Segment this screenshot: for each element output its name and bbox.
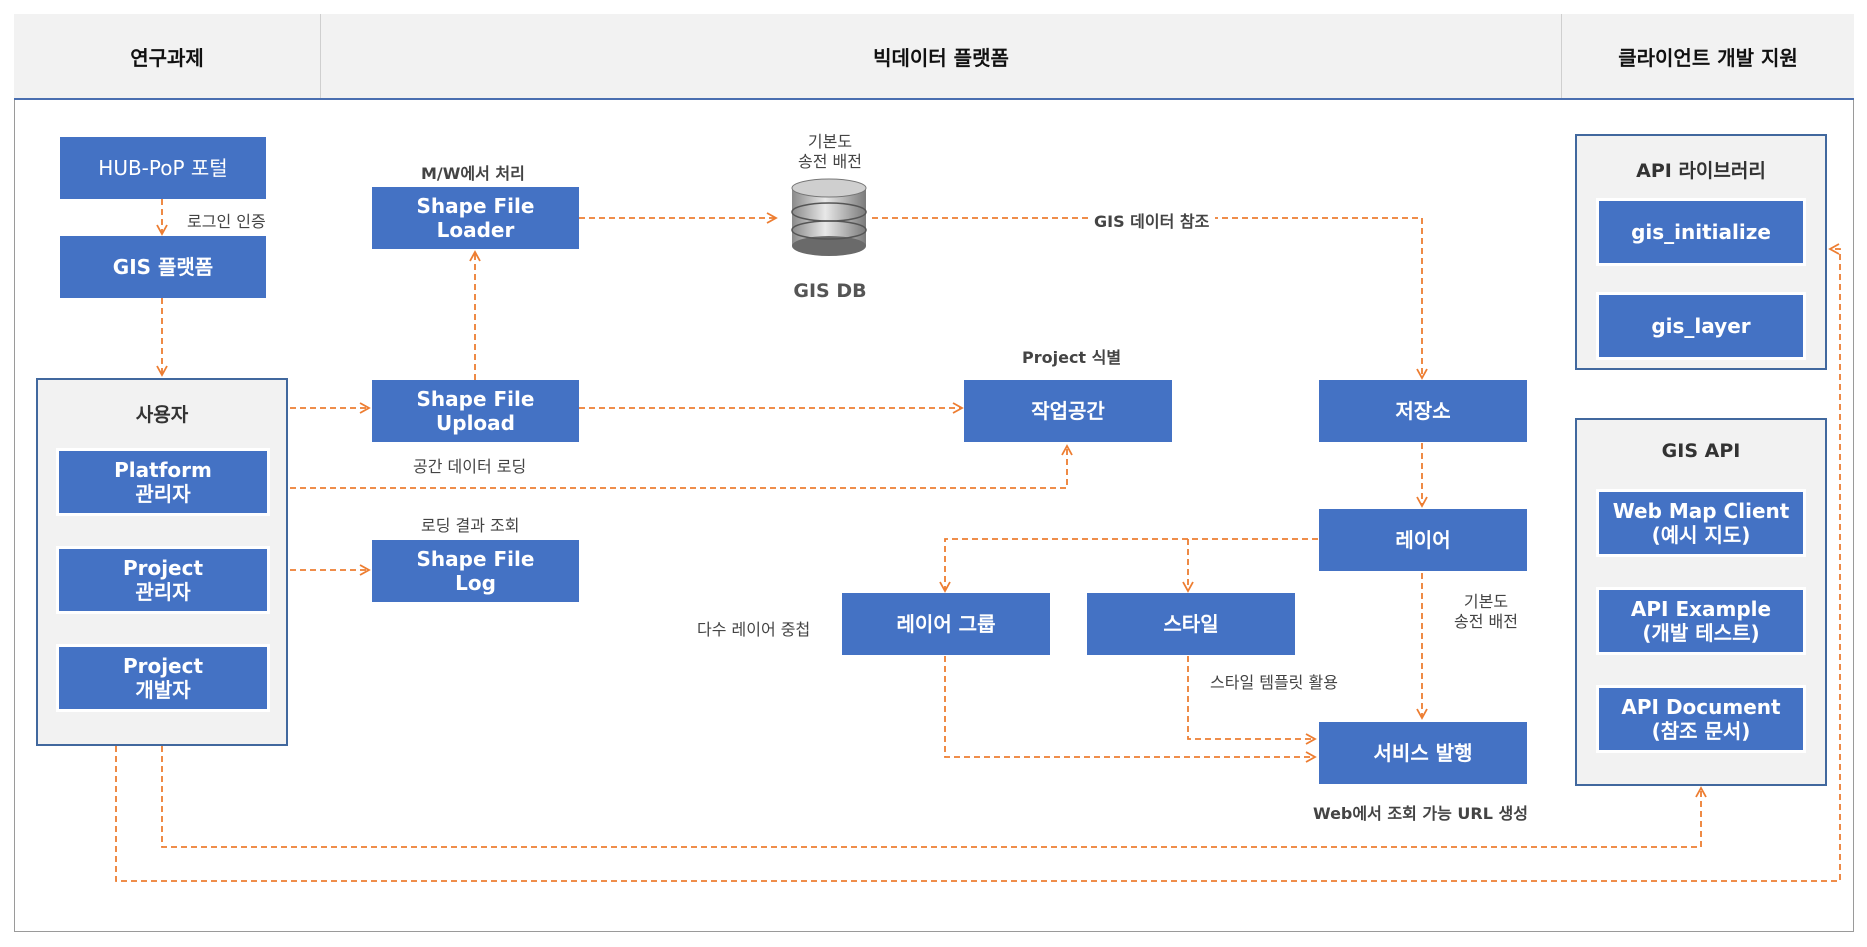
api-document-line2: (참조 문서) [1651, 719, 1751, 743]
project-identify-label: Project 식별 [1022, 348, 1122, 367]
layer-right-label: 기본도 송전 배전 [1436, 592, 1536, 632]
style-label: 스타일 [1163, 612, 1219, 636]
mw-process-label: M/W에서 처리 [421, 164, 525, 183]
service-publish-label: 서비스 발행 [1373, 741, 1473, 765]
header-research: 연구과제 [130, 45, 204, 70]
platform-admin-line2: 관리자 [135, 482, 191, 506]
project-admin-line1: Project [122, 556, 204, 580]
gis-db-label: GIS DB [793, 280, 867, 302]
log-line1: Shape File [416, 547, 535, 571]
hub-pop-portal-label: HUB-PoP 포털 [98, 156, 228, 180]
layer-right-line2: 송전 배전 [1454, 612, 1518, 631]
api-library-title: API 라이브러리 [1636, 160, 1766, 182]
web-map-client-box[interactable]: Web Map Client (예시 지도) [1596, 489, 1806, 557]
layer-group-label: 레이어 그룹 [896, 612, 996, 636]
shape-file-loader-box[interactable]: Shape File Loader [372, 187, 579, 249]
web-map-line1: Web Map Client [1612, 499, 1790, 523]
api-document-box[interactable]: API Document (참조 문서) [1596, 685, 1806, 753]
api-example-line2: (개발 테스트) [1642, 621, 1760, 645]
style-template-label: 스타일 템플릿 활용 [1210, 673, 1338, 692]
arrow-users-to-gisapi [161, 746, 1707, 848]
project-dev-line2: 개발자 [135, 678, 191, 702]
layer-right-line1: 기본도 [1463, 592, 1509, 611]
spatial-data-loading-label: 공간 데이터 로딩 [413, 457, 527, 476]
loader-line1: Shape File [416, 194, 535, 218]
gis-initialize-box[interactable]: gis_initialize [1596, 198, 1806, 266]
shape-file-upload-box[interactable]: Shape File Upload [372, 380, 579, 442]
project-admin-line2: 관리자 [135, 580, 191, 604]
arrow-style-to-service [1187, 656, 1317, 745]
api-example-line1: API Example [1630, 597, 1772, 621]
upload-line1: Shape File [416, 387, 535, 411]
arrow-admin-to-workspace [290, 444, 1073, 489]
diagram-frame [14, 14, 1854, 932]
repository-box[interactable]: 저장소 [1319, 380, 1527, 442]
web-map-line2: (예시 지도) [1651, 523, 1751, 547]
header-client: 클라이언트 개발 지원 [1618, 45, 1798, 70]
api-example-box[interactable]: API Example (개발 테스트) [1596, 587, 1806, 655]
platform-admin-line1: Platform [114, 458, 212, 482]
arrow-group-to-service [944, 656, 1317, 763]
layer-box[interactable]: 레이어 [1319, 509, 1527, 571]
gis-layer-box[interactable]: gis_layer [1596, 292, 1806, 360]
loader-line2: Loader [436, 218, 515, 242]
style-box[interactable]: 스타일 [1087, 593, 1295, 655]
project-dev-line1: Project [122, 654, 204, 678]
loading-result-label: 로딩 결과 조회 [421, 516, 520, 535]
project-admin-box[interactable]: Project 관리자 [56, 546, 270, 614]
db-top-line1: 기본도 [807, 132, 853, 151]
service-publish-box[interactable]: 서비스 발행 [1319, 722, 1527, 784]
layer-label: 레이어 [1395, 528, 1451, 552]
header-divider [320, 14, 321, 98]
gis-api-title: GIS API [1661, 440, 1741, 462]
header-divider [1561, 14, 1562, 98]
gis-layer-label: gis_layer [1651, 314, 1751, 338]
service-url-label: Web에서 조회 가능 URL 생성 [1313, 804, 1528, 823]
db-top-label: 기본도 송전 배전 [780, 132, 880, 172]
login-auth-label: 로그인 인증 [187, 212, 266, 231]
gis-data-ref-label: GIS 데이터 참조 [1088, 208, 1216, 232]
workspace-label: 작업공간 [1031, 399, 1105, 423]
hub-pop-portal-box[interactable]: HUB-PoP 포털 [60, 137, 266, 199]
multi-layer-label: 다수 레이어 중첩 [697, 620, 811, 639]
platform-admin-box[interactable]: Platform 관리자 [56, 448, 270, 516]
gis-db-icon [791, 178, 867, 256]
gis-initialize-label: gis_initialize [1631, 220, 1771, 244]
arrow-layer-to-group [939, 538, 1318, 593]
shape-file-log-box[interactable]: Shape File Log [372, 540, 579, 602]
log-line2: Log [455, 571, 496, 595]
workspace-box[interactable]: 작업공간 [964, 380, 1172, 442]
repository-label: 저장소 [1395, 399, 1451, 423]
arrow-users-to-library [115, 243, 1841, 882]
layer-group-box[interactable]: 레이어 그룹 [842, 593, 1050, 655]
users-title: 사용자 [135, 404, 189, 426]
project-dev-box[interactable]: Project 개발자 [56, 644, 270, 712]
header-bar: 연구과제 빅데이터 플랫폼 클라이언트 개발 지원 [14, 14, 1854, 100]
arrow-db-to-repository [872, 217, 1428, 380]
gis-platform-box[interactable]: GIS 플랫폼 [60, 236, 266, 298]
api-document-line1: API Document [1621, 695, 1781, 719]
header-bigdata: 빅데이터 플랫폼 [873, 45, 1009, 70]
upload-line2: Upload [436, 411, 515, 435]
gis-platform-label: GIS 플랫폼 [112, 255, 214, 279]
db-top-line2: 송전 배전 [798, 152, 862, 171]
